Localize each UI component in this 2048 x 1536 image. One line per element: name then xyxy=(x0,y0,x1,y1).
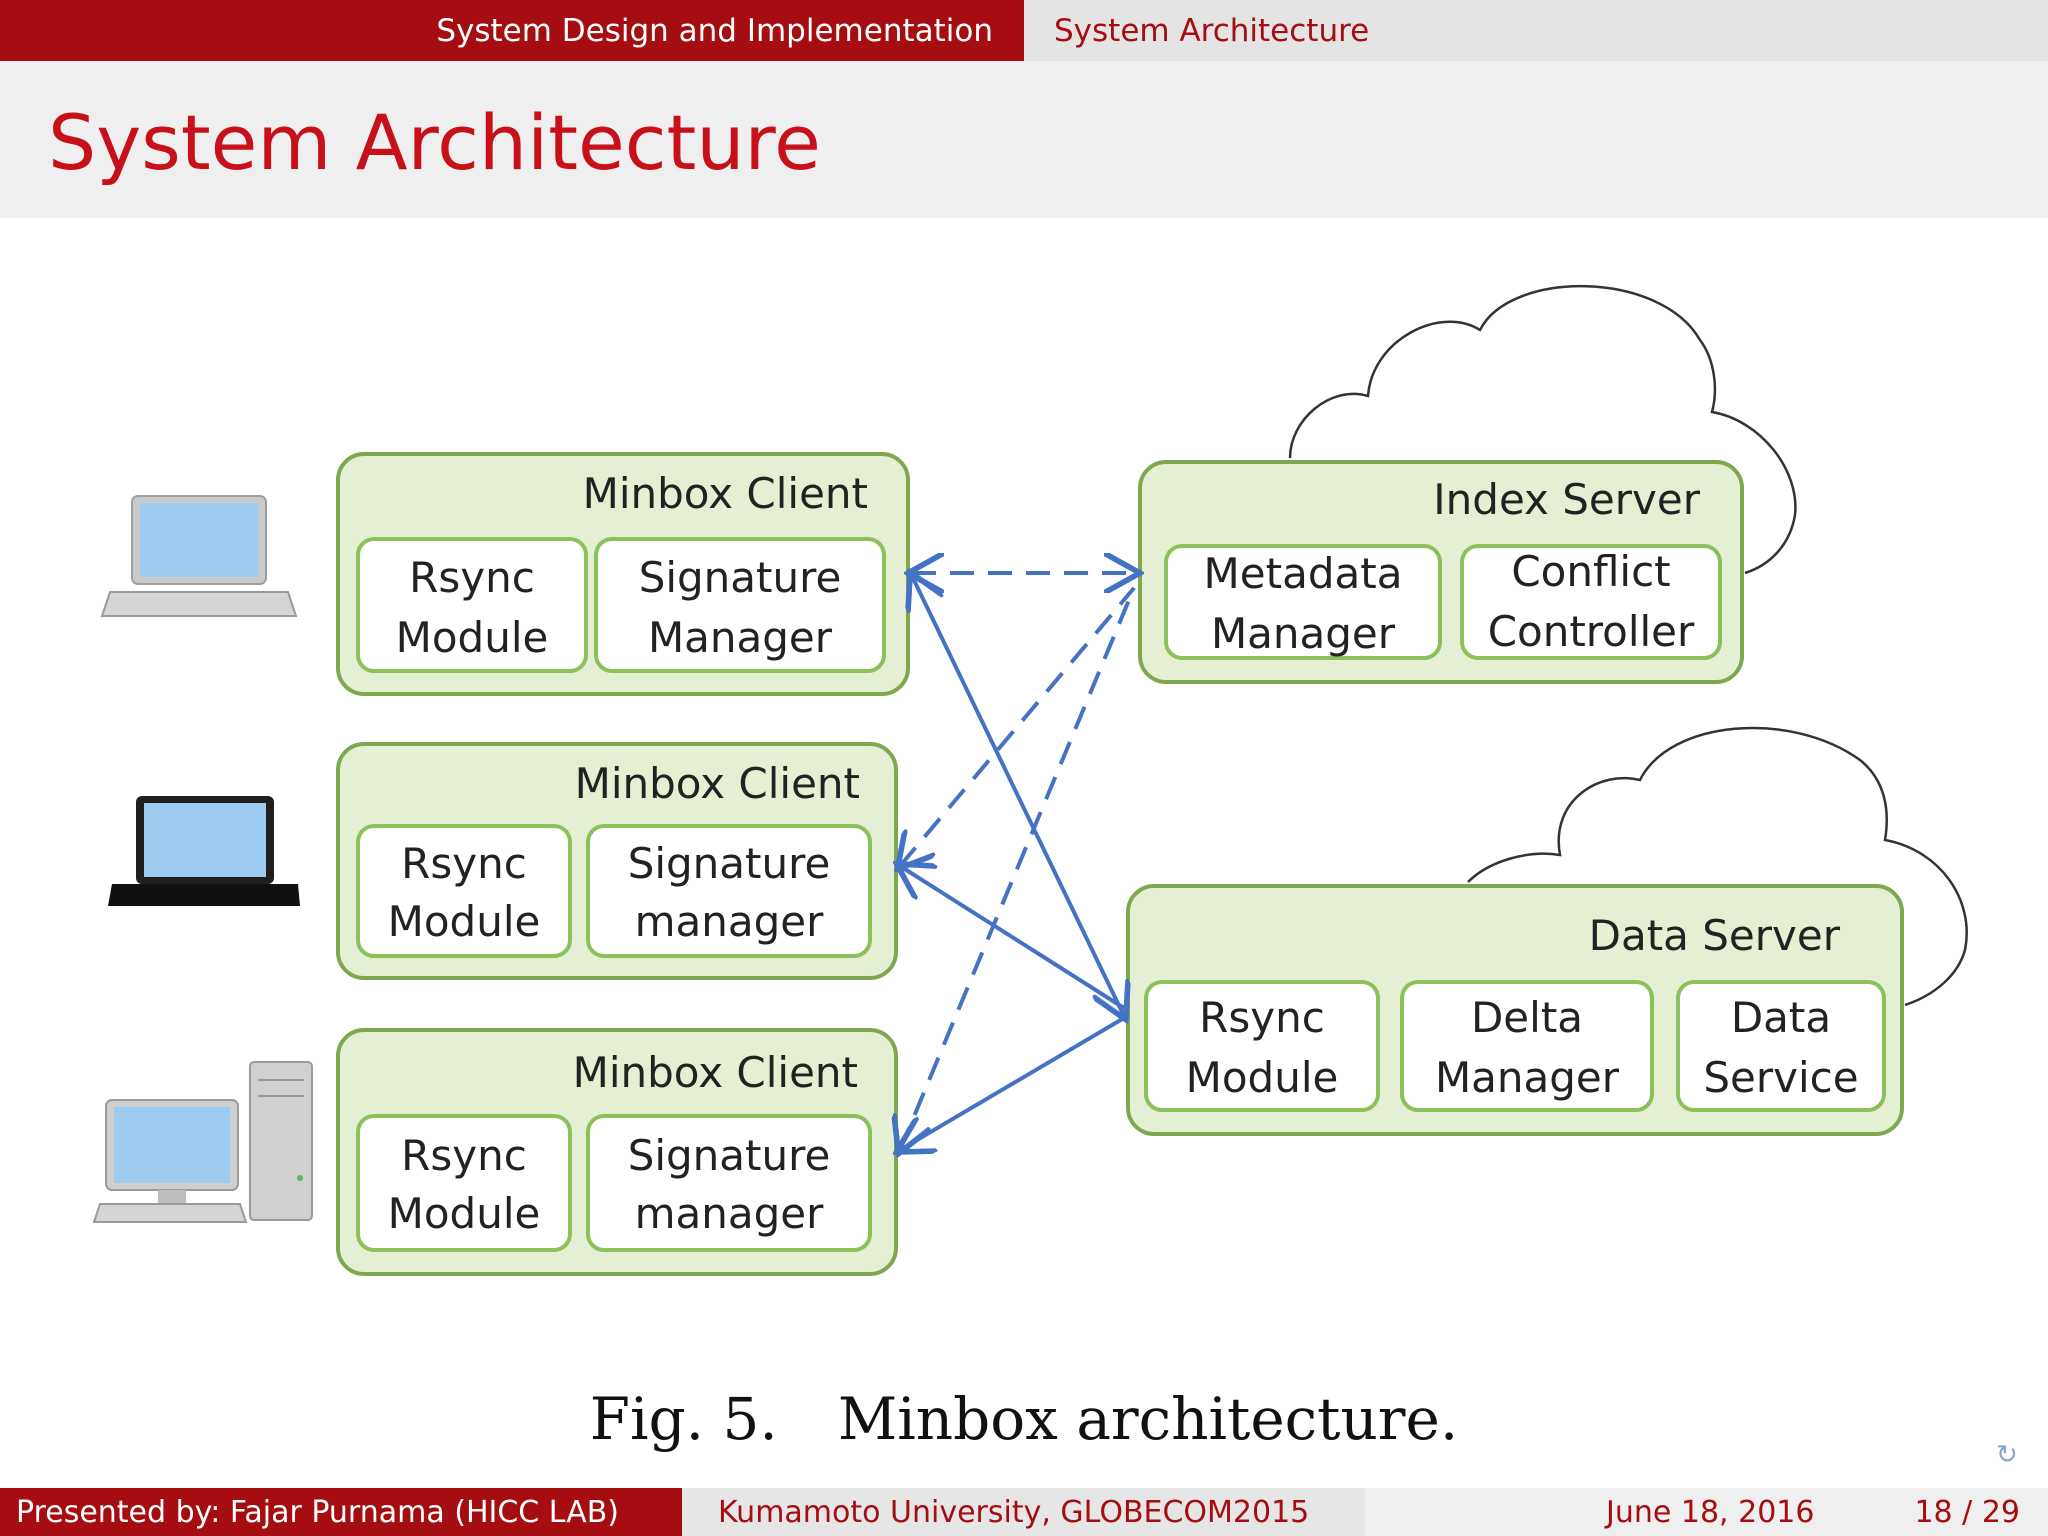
index-cloud xyxy=(1288,285,1797,575)
module-line1: Metadata xyxy=(1204,549,1403,598)
module-line2: Service xyxy=(1703,1053,1858,1102)
arrow-client3-data xyxy=(900,1016,1126,1150)
server-title: Data Server xyxy=(1589,911,1841,960)
module-line2: Manager xyxy=(1211,609,1396,658)
module-line1: Rsync xyxy=(401,1131,527,1180)
footer-bar: Presented by: Fajar Purnama (HICC LAB) K… xyxy=(0,1488,2048,1536)
module-line2: manager xyxy=(635,897,825,946)
server-title: Index Server xyxy=(1433,475,1700,524)
data-server: Data Server Rsync Module Delta Manager D… xyxy=(1126,884,1904,1136)
module-line2: Manager xyxy=(1435,1053,1620,1102)
module-line1: Rsync xyxy=(409,553,535,602)
footer-date: June 18, 2016 xyxy=(1606,1494,1815,1530)
laptop-icon xyxy=(100,495,298,617)
figure-caption: Fig. 5. Minbox architecture. xyxy=(0,1385,2048,1453)
module-line2: Module xyxy=(1186,1053,1339,1102)
figure-number: Fig. 5. xyxy=(589,1385,778,1453)
module-line1: Conflict xyxy=(1511,547,1670,596)
header-section[interactable]: System Design and Implementation xyxy=(0,0,1024,61)
dashed-arrow-client3-index xyxy=(900,587,1136,1150)
navigation-icon[interactable]: ↻ xyxy=(1996,1440,2018,1470)
module-line2: Module xyxy=(388,897,541,946)
minbox-client-2: Minbox Client Rsync Module Signature man… xyxy=(336,742,898,980)
client-title: Minbox Client xyxy=(573,1048,858,1097)
title-bar: System Architecture xyxy=(0,61,2048,218)
client-title: Minbox Client xyxy=(583,469,868,518)
footer-page: 18 / 29 xyxy=(1914,1494,2020,1530)
module-line2: Controller xyxy=(1488,607,1695,656)
module-line2: Manager xyxy=(648,613,833,662)
module-line1: Rsync xyxy=(1199,993,1325,1042)
figure-text: Minbox architecture. xyxy=(837,1385,1459,1453)
module-line1: Data xyxy=(1731,993,1831,1042)
laptop-black-icon xyxy=(108,796,300,906)
module-line2: Module xyxy=(388,1189,541,1238)
module-line1: Rsync xyxy=(401,839,527,888)
module-line1: Signature xyxy=(628,839,831,888)
footer-presenter: Presented by: Fajar Purnama (HICC LAB) xyxy=(0,1488,682,1536)
module-line1: Signature xyxy=(639,553,842,602)
module-line2: manager xyxy=(635,1189,825,1238)
footer-venue: Kumamoto University, GLOBECOM2015 xyxy=(682,1488,1365,1536)
minbox-client-3: Minbox Client Rsync Module Signature man… xyxy=(336,1028,898,1276)
dashed-arrow-client2-index xyxy=(900,586,1136,866)
client-title: Minbox Client xyxy=(575,759,860,808)
module-line1: Signature xyxy=(628,1131,831,1180)
minbox-client-1: Minbox Client Rsync Module Signature Man… xyxy=(336,452,910,696)
connections xyxy=(900,573,1136,1150)
header-bar: System Design and Implementation System … xyxy=(0,0,2048,61)
data-cloud xyxy=(1467,726,1968,1007)
arrow-client2-data xyxy=(900,866,1126,1010)
header-subsection[interactable]: System Architecture xyxy=(1024,0,2048,61)
arrow-client1-data xyxy=(912,576,1124,1016)
module-line2: Module xyxy=(396,613,549,662)
module-line1: Delta xyxy=(1471,993,1583,1042)
desktop-computer-icon xyxy=(92,1061,313,1223)
index-server: Index Server Metadata Manager Conflict C… xyxy=(1138,460,1744,684)
slide-title: System Architecture xyxy=(48,98,821,187)
footer-right: June 18, 2016 18 / 29 xyxy=(1365,1488,2048,1536)
